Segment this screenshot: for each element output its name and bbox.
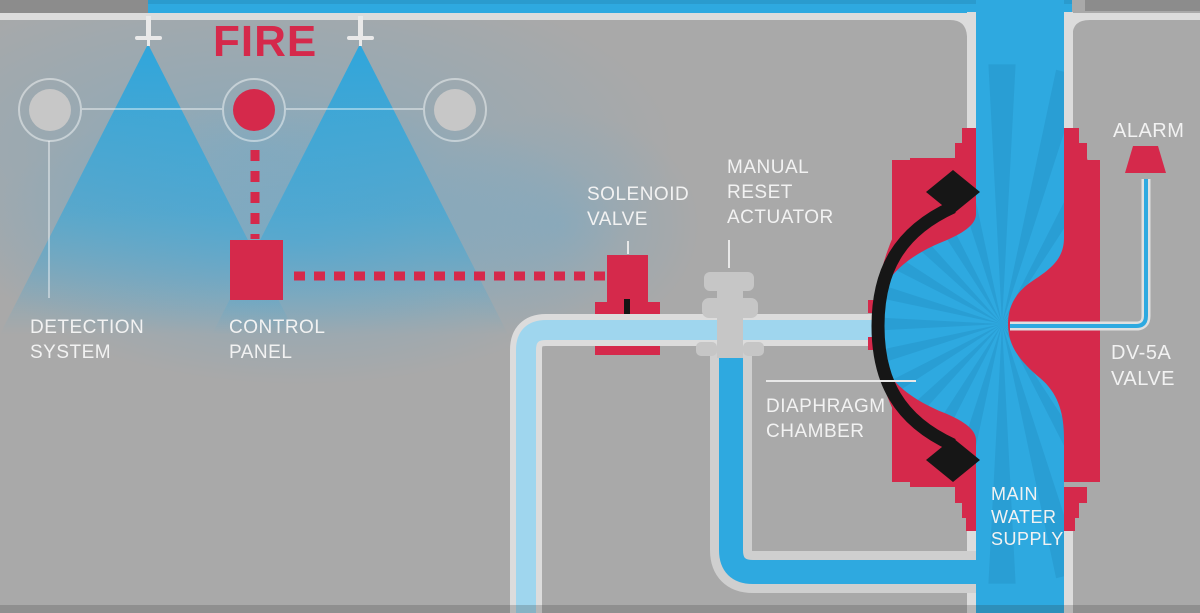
sprinkler-stem bbox=[146, 16, 151, 37]
leader-lines bbox=[627, 240, 916, 382]
label-detection-system: DETECTION SYSTEM bbox=[30, 317, 145, 364]
manual-reset-actuator bbox=[696, 272, 764, 358]
sprinkler-left bbox=[135, 16, 162, 46]
ceiling-band-left bbox=[0, 0, 148, 14]
sprinkler-deflector bbox=[135, 36, 162, 40]
ceiling-separator-line bbox=[0, 13, 1200, 20]
detector-ring bbox=[423, 78, 487, 142]
smoke-detector-center-activated bbox=[222, 78, 286, 142]
actuator-crossbar bbox=[702, 298, 758, 318]
solenoid-coil bbox=[607, 255, 648, 305]
ceiling bbox=[0, 0, 1200, 20]
sprinkler-pin bbox=[359, 40, 362, 46]
detector-active-icon bbox=[233, 89, 275, 131]
label-dv5a-valve: DV-5A VALVE bbox=[1111, 342, 1176, 391]
detector-wiring bbox=[48, 108, 423, 298]
spray-cone-left bbox=[0, 44, 304, 350]
ceiling-band-right bbox=[1085, 0, 1200, 11]
diaphragm-membrane bbox=[871, 201, 956, 451]
label-alarm: ALARM bbox=[1113, 120, 1185, 142]
detector-ring bbox=[222, 78, 286, 142]
signal-path bbox=[230, 150, 606, 300]
sprinkler-deflector bbox=[347, 36, 374, 40]
water-body bbox=[874, 0, 1064, 613]
pipe-water bbox=[516, 320, 908, 613]
label-control-panel: CONTROL PANEL bbox=[229, 317, 326, 364]
detector-idle-icon bbox=[434, 89, 476, 131]
sprinkler-pin bbox=[147, 40, 150, 46]
actuator-cap bbox=[704, 272, 754, 291]
diaphragm-supply-pipe bbox=[510, 314, 908, 613]
control-panel-box bbox=[230, 240, 283, 300]
label-main-water-supply: MAIN WATER SUPPLY bbox=[991, 484, 1064, 549]
sprinkler-stem bbox=[358, 16, 363, 37]
alarm-bell-icon bbox=[1125, 146, 1166, 173]
actuator-shoulder bbox=[696, 342, 717, 356]
detector-ring bbox=[18, 78, 82, 142]
pipe-water bbox=[719, 344, 988, 584]
label-solenoid-valve: SOLENOID VALVE bbox=[587, 184, 690, 231]
sprinkler-right bbox=[347, 16, 374, 46]
ceiling-pipe-water bbox=[148, 0, 1072, 14]
diaphragm-anchor-top bbox=[926, 170, 980, 214]
diaphragm bbox=[871, 170, 980, 482]
bottom-shadow bbox=[0, 605, 1200, 613]
actuator-shoulder bbox=[743, 342, 764, 356]
water-pinwheel-texture bbox=[874, 64, 1064, 584]
smoke-detector-right bbox=[423, 78, 487, 142]
smoke-detector-left bbox=[18, 78, 82, 142]
alarm-line-water bbox=[1010, 179, 1148, 328]
valve-water-path bbox=[874, 0, 1064, 613]
label-manual-reset-actuator: MANUAL RESET ACTUATOR bbox=[727, 157, 834, 229]
diaphragm-anchor-bottom bbox=[926, 438, 980, 482]
label-diaphragm-chamber: DIAPHRAGM CHAMBER bbox=[766, 396, 886, 443]
alarm-assembly bbox=[1010, 146, 1166, 331]
fire-label: FIRE bbox=[213, 17, 318, 66]
solenoid-plunger bbox=[624, 299, 630, 317]
detector-idle-icon bbox=[29, 89, 71, 131]
